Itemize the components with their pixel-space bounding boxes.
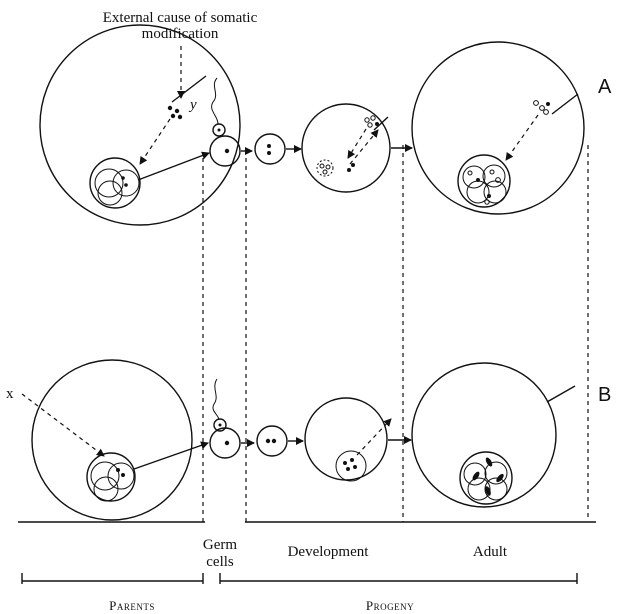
label-germ-line-2: cells [206,554,234,570]
caption-line-1: External cause of somatic [103,10,258,26]
zygote-b [256,425,288,457]
germ-cluster-adult-a [457,154,511,208]
germ-line-arrow-a [137,151,210,181]
adult-organism-b [411,362,576,508]
label-parents: Parents [109,598,155,613]
column-separators [202,145,589,522]
zygote-a [254,133,286,165]
germ-cluster-a [89,157,141,209]
embryo-a [301,103,391,193]
label-germ-line-1: Germ [203,537,237,553]
label-adult: Adult [473,544,508,560]
bracket-progeny [219,573,578,584]
row-label-a: A [598,76,612,98]
sperm-cell-b [212,378,227,432]
row-label-b: B [598,384,611,406]
parent-organism-b [31,359,209,521]
label-progeny: Progeny [366,598,414,613]
parent-organism-a: y [39,24,241,226]
germ-cluster-adult-b [459,451,513,505]
marker-y: y [188,97,197,113]
egg-cell-a [209,135,241,167]
label-development: Development [288,544,370,560]
external-cause-arrow-b [21,393,105,457]
germ-cluster-b [86,452,136,502]
embryo-b [304,397,392,482]
somatic-particles-a [167,105,183,120]
bracket-parents [21,573,204,584]
soma-to-germ-arrow-a [139,118,171,165]
marker-x: x [6,386,14,402]
adult-organism-a [411,41,585,215]
egg-cell-b [209,427,241,459]
germ-line-arrow-b [133,441,209,470]
sperm-cell-a [211,77,226,137]
